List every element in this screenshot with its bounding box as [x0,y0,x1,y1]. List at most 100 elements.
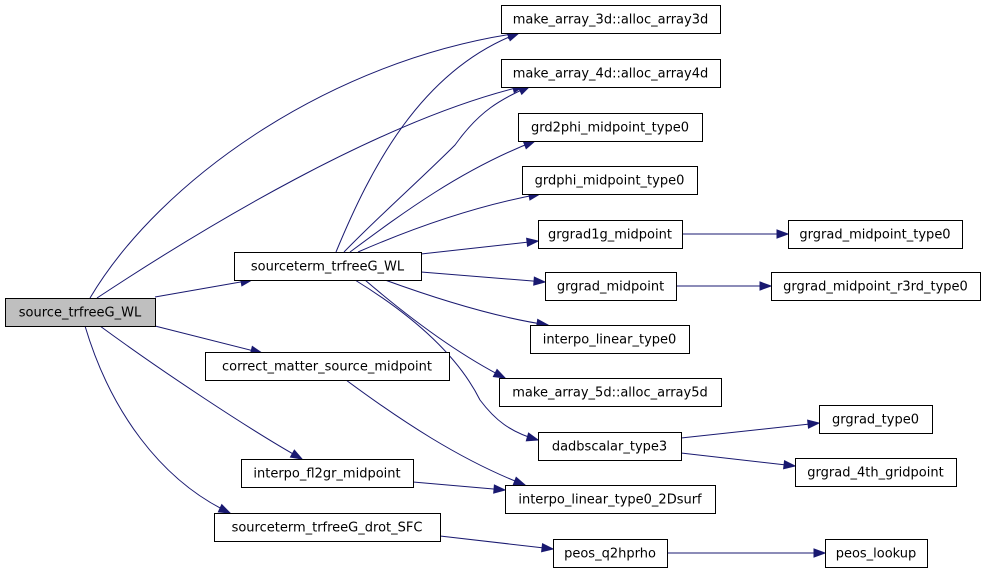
node-n2[interactable]: make_array_4d::alloc_array4d [501,59,721,88]
node-label: source_trfreeG_WL [19,306,142,321]
edge-n3-to-n8 [357,191,542,253]
node-box[interactable] [5,298,156,327]
node-n9[interactable]: grgrad1g_midpoint [538,220,683,249]
node-box[interactable] [771,272,981,301]
edge-n0-to-n5-line [99,325,303,460]
node-label: make_array_5d::alloc_array5d [512,386,707,401]
edge-n0-to-n2-line [96,85,525,299]
node-label: grgrad_midpoint_type0 [799,228,950,243]
node-box[interactable] [788,220,963,249]
node-box[interactable] [553,539,668,568]
edge-n0-to-n1-line [89,32,520,299]
edge-n6-to-n15 [439,535,555,553]
edge-n9-to-n16-arrowhead [776,229,790,239]
node-label: peos_lookup [836,547,917,562]
node-label: grdphi_midpoint_type0 [535,174,685,189]
edge-n13-to-n18-arrowhead [807,419,821,429]
edge-n0-to-n6 [84,325,232,514]
node-box[interactable] [214,513,441,542]
edge-n13-to-n19-arrowhead [783,460,797,470]
edge-n0-to-n5-arrowhead [289,449,304,460]
edge-n3-to-n10-line [420,271,546,283]
edge-n4-to-n14-line [345,379,526,486]
edge-n0-to-n6-line [84,325,231,514]
node-n12[interactable]: make_array_5d::alloc_array5d [499,378,722,407]
node-label: sourceterm_trfreeG_WL [251,260,405,275]
edge-n5-to-n14 [412,481,507,494]
edge-n3-to-n1-arrowhead [506,32,521,42]
node-box[interactable] [518,113,703,142]
edge-n10-to-n17-arrowhead [759,281,773,291]
edge-n3-to-n9 [420,237,540,255]
node-label: dadbscalar_type3 [552,440,667,455]
edge-n3-to-n9-arrowhead [526,237,540,247]
node-label: grgrad_midpoint [557,280,664,295]
edge-n4-to-n14 [345,379,527,486]
node-n1[interactable]: make_array_3d::alloc_array3d [501,5,721,34]
edge-n13-to-n18-line [680,422,820,439]
node-n14[interactable]: interpo_linear_type0_2Dsurf [505,485,716,514]
node-box[interactable] [501,5,721,34]
edge-n13-to-n18 [680,419,821,439]
edge-n0-to-n4 [154,325,264,355]
node-box[interactable] [499,378,722,407]
node-n13[interactable]: dadbscalar_type3 [538,432,682,461]
edge-n3-to-n12 [364,279,507,379]
node-box[interactable] [241,459,414,488]
node-box[interactable] [501,59,721,88]
node-n10[interactable]: grgrad_midpoint [545,272,677,301]
edge-n3-to-n12-arrowhead [492,368,507,379]
edge-n0-to-n4-line [154,325,263,354]
node-n19[interactable]: grgrad_4th_gridpoint [795,458,957,487]
node-n3[interactable]: sourceterm_trfreeG_WL [234,252,422,281]
node-n11[interactable]: interpo_linear_type0 [530,325,690,354]
edge-n3-to-n7-arrowhead [522,140,537,150]
edge-n3-to-n7-line [349,140,536,253]
node-box[interactable] [819,405,933,434]
node-label: interpo_linear_type0 [543,333,677,348]
node-n5[interactable]: interpo_fl2gr_midpoint [241,459,414,488]
node-label: grgrad_type0 [832,413,919,428]
edge-n3-to-n1 [335,32,521,253]
node-n7[interactable]: grd2phi_midpoint_type0 [518,113,703,142]
node-n20[interactable]: peos_lookup [825,539,928,568]
node-label: interpo_fl2gr_midpoint [253,467,400,482]
node-n4[interactable]: correct_matter_source_midpoint [205,352,450,381]
node-box[interactable] [234,252,422,281]
node-box[interactable] [205,352,450,381]
edge-n3-to-n8-line [357,193,541,253]
node-box[interactable] [825,539,928,568]
node-n8[interactable]: grdphi_midpoint_type0 [522,166,698,195]
edge-n3-to-n12-line [364,279,506,379]
nodes-layer: source_trfreeG_WL make_array_3d::alloc_ar… [5,5,981,568]
node-box[interactable] [795,458,957,487]
node-label: make_array_3d::alloc_array3d [513,13,708,28]
node-n18[interactable]: grgrad_type0 [819,405,933,434]
node-label: interpo_linear_type0_2Dsurf [518,493,702,508]
edge-n3-to-n13-arrowhead [525,432,540,442]
node-box[interactable] [522,166,698,195]
node-label: make_array_4d::alloc_array4d [513,67,708,82]
node-n6[interactable]: sourceterm_trfreeG_drot_SFC [214,513,441,542]
edge-n5-to-n14-arrowhead [493,484,507,494]
node-box[interactable] [505,485,716,514]
node-box[interactable] [538,432,682,461]
node-n15[interactable]: peos_q2hprho [553,539,668,568]
edge-n3-to-n11-line [384,279,549,326]
edge-n6-to-n15-arrowhead [541,543,555,553]
node-box[interactable] [545,272,677,301]
edge-n5-to-n14-line [412,481,506,491]
edge-n3-to-n2 [343,85,532,253]
node-box[interactable] [530,325,690,354]
edge-n15-to-n20-arrowhead [813,548,827,558]
node-n0[interactable]: source_trfreeG_WL [5,298,156,327]
node-label: grgrad_midpoint_r3rd_type0 [783,280,968,295]
node-n17[interactable]: grgrad_midpoint_r3rd_type0 [771,272,981,301]
edge-n15-to-n20 [667,548,827,558]
edge-n0-to-n5 [99,325,304,460]
node-n16[interactable]: grgrad_midpoint_type0 [788,220,963,249]
edge-n13-to-n19 [680,452,797,470]
node-box[interactable] [538,220,683,249]
edge-n9-to-n16 [682,229,790,239]
